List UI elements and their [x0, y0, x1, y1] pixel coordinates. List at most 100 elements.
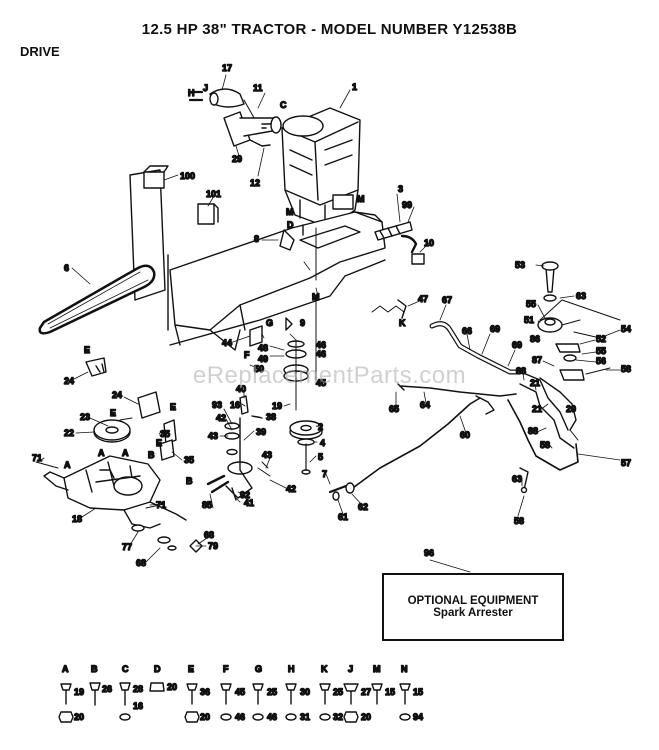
- callout-50: 50: [254, 364, 264, 374]
- hw-letter-g: G: [255, 664, 262, 674]
- callout-39: 39: [256, 427, 266, 437]
- callout-6: 6: [64, 263, 69, 273]
- callout-68b: 68: [204, 530, 214, 540]
- callout-57: 57: [621, 458, 631, 468]
- callout-96: 96: [424, 548, 434, 558]
- callout-100: 100: [180, 171, 195, 181]
- callout-7: 7: [322, 469, 327, 479]
- hw-letter-h: H: [288, 664, 295, 674]
- hw-g-bottom: 46: [267, 712, 277, 722]
- callout-87: 87: [532, 355, 542, 365]
- hardware-strip: [58, 682, 411, 723]
- muffler-assembly: [188, 88, 282, 147]
- hw-letter-m: M: [373, 664, 381, 674]
- callout-71b: 71: [156, 500, 166, 510]
- callout-47: 47: [418, 294, 428, 304]
- callout-5: 5: [318, 452, 323, 462]
- hw-f-bottom: 46: [235, 712, 245, 722]
- callout-35a: 35: [160, 429, 170, 439]
- callout-69b: 69: [512, 340, 522, 350]
- letter-a3: A: [122, 448, 129, 458]
- engine: [281, 107, 361, 229]
- callout-71a: 71: [32, 453, 42, 463]
- callout-46a: 46: [316, 340, 326, 350]
- hw-d-top: 20: [167, 682, 177, 692]
- letter-f: F: [244, 350, 250, 360]
- hw-n-bottom: 94: [413, 712, 423, 722]
- callout-22: 22: [64, 428, 74, 438]
- optional-equipment-title: OPTIONAL EQUIPMENT: [407, 595, 539, 607]
- hw-letter-k: K: [321, 664, 328, 674]
- callout-69a: 69: [490, 324, 500, 334]
- callout-55b: 55: [596, 346, 606, 356]
- letter-e1: E: [84, 345, 90, 355]
- callout-35b: 35: [184, 455, 194, 465]
- callout-62: 62: [358, 502, 368, 512]
- callout-60: 60: [460, 430, 470, 440]
- hw-e-bottom: 20: [200, 712, 210, 722]
- callout-58b: 58: [540, 440, 550, 450]
- callout-52: 52: [596, 334, 606, 344]
- hw-letter-b: B: [91, 664, 98, 674]
- hw-a-top: 19: [74, 687, 84, 697]
- hw-c-bottom: 16: [133, 701, 143, 711]
- section-label: DRIVE: [20, 44, 60, 59]
- hw-j-top: 27: [361, 687, 371, 697]
- hw-g-top: 25: [267, 687, 277, 697]
- callout-88b: 88: [528, 426, 538, 436]
- callout-24b: 24: [112, 390, 122, 400]
- callout-11: 11: [253, 83, 263, 93]
- hw-j-bottom: 20: [361, 712, 371, 722]
- letter-g: G: [266, 318, 273, 328]
- callout-43b: 43: [262, 450, 272, 460]
- letter-k: K: [399, 318, 406, 328]
- callout-64: 64: [420, 400, 430, 410]
- hw-a-bottom: 20: [74, 712, 84, 722]
- letter-d: D: [287, 220, 294, 230]
- callout-58a: 58: [621, 364, 631, 374]
- hw-letter-c: C: [122, 664, 129, 674]
- transaxle: [43, 455, 187, 529]
- letter-e4: E: [156, 438, 162, 448]
- callout-16: 16: [230, 400, 240, 410]
- callout-63a: 63: [576, 291, 586, 301]
- letter-j: J: [203, 83, 208, 93]
- callout-99: 99: [402, 200, 412, 210]
- hw-letter-f: F: [223, 664, 229, 674]
- page-title: 12.5 HP 38" TRACTOR - MODEL NUMBER Y1253…: [141, 21, 518, 38]
- callout-51: 51: [524, 315, 534, 325]
- letter-a2: A: [98, 448, 105, 458]
- callout-68a: 68: [136, 558, 146, 568]
- callout-1: 1: [352, 82, 357, 92]
- hw-b-top: 26: [102, 684, 112, 694]
- hw-f-top: 45: [235, 687, 245, 697]
- callout-18: 18: [72, 514, 82, 524]
- hw-letter-d: D: [154, 664, 161, 674]
- callout-12: 12: [250, 178, 260, 188]
- callout-21a: 21: [530, 378, 540, 388]
- callout-101: 101: [206, 189, 221, 199]
- letter-m2: M: [357, 194, 365, 204]
- callout-9: 9: [300, 318, 305, 328]
- callout-3: 3: [398, 184, 403, 194]
- letter-e2: E: [170, 402, 176, 412]
- callout-67: 67: [442, 295, 452, 305]
- callout-58c: 58: [514, 516, 524, 526]
- hw-n-top: 15: [413, 687, 423, 697]
- letter-a1: A: [64, 460, 71, 470]
- callout-55a: 55: [526, 299, 536, 309]
- callout-54: 54: [621, 324, 631, 334]
- letter-e3: E: [110, 408, 116, 418]
- callout-53: 53: [515, 260, 525, 270]
- hw-m-top: 15: [385, 687, 395, 697]
- hw-k-top: 25: [333, 687, 343, 697]
- callout-48: 48: [258, 343, 268, 353]
- letter-b1: B: [148, 450, 155, 460]
- callout-45: 45: [316, 378, 326, 388]
- callout-24a: 24: [64, 376, 74, 386]
- letter-c: C: [280, 100, 287, 110]
- callout-40: 40: [236, 384, 246, 394]
- callout-21b: 21: [532, 404, 542, 414]
- callout-77: 77: [122, 542, 132, 552]
